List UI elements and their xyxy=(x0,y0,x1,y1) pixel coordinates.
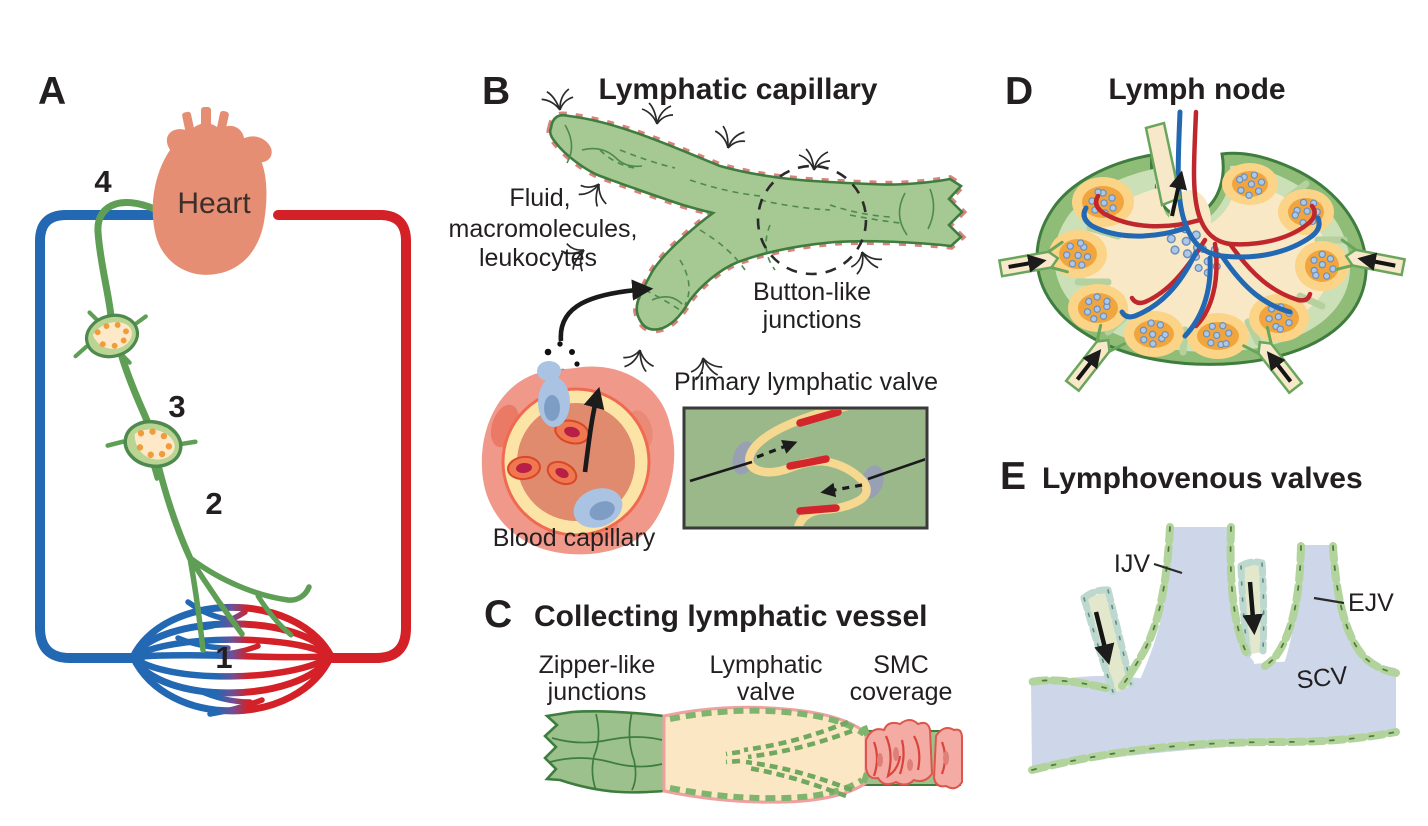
valve-flow-arrow-backward xyxy=(820,482,863,498)
endothelial-cell-borders xyxy=(564,124,935,313)
artery-circuit xyxy=(273,210,411,663)
vein-lumen-shapes xyxy=(1031,527,1396,770)
zipper-label-line2: junctions xyxy=(547,678,647,706)
valve-flow-arrow-forward xyxy=(756,440,798,459)
lymphatic-capillary-vessel xyxy=(546,111,968,334)
heart-illustration xyxy=(152,107,272,275)
lymphatic-duct-left xyxy=(1080,586,1135,696)
fluid-label-line3: leukocytes xyxy=(479,244,597,272)
scv-label: SCV xyxy=(1295,661,1349,694)
number-3: 3 xyxy=(168,389,185,424)
fluid-entry-label: Fluid, macromolecules, leukocytes xyxy=(449,184,638,272)
lymphatic-valve-label-line2: valve xyxy=(737,678,795,706)
panel-d-letter: D xyxy=(1005,70,1033,113)
heart-label: Heart xyxy=(177,187,251,220)
red-blood-cells xyxy=(507,419,590,486)
valve-wall-line-right xyxy=(867,457,925,481)
efferent-flow-arrow xyxy=(1169,170,1188,217)
smc-label-line2: coverage xyxy=(850,678,953,706)
blood-capillary-illustration xyxy=(481,361,675,555)
duct-left-flow-arrow xyxy=(1093,611,1115,666)
fluid-label-line1: Fluid, xyxy=(509,184,570,212)
fluid-entry-arrow xyxy=(558,279,654,342)
extravasation-arrow xyxy=(582,386,605,473)
panel-a-circulation-diagram: A Heart 4 3 2 xyxy=(35,70,411,717)
smc-label-line1: SMC xyxy=(873,651,929,679)
capillary-bed xyxy=(129,599,335,717)
smc-coverage-segment xyxy=(865,719,963,790)
follicles xyxy=(1049,163,1349,359)
valve-wall-line-left xyxy=(689,460,753,483)
duct-right-flow-arrow xyxy=(1242,581,1264,636)
panel-c-title: Collecting lymphatic vessel xyxy=(534,600,927,633)
panel-b-letter: B xyxy=(482,70,510,113)
number-1: 1 xyxy=(215,640,232,675)
panel-c-letter: C xyxy=(484,593,512,636)
ijv-pointer-line xyxy=(1153,562,1183,575)
panel-a-letter: A xyxy=(38,70,66,113)
ejv-label: EJV xyxy=(1348,589,1394,617)
node-vein-tree xyxy=(1081,109,1322,339)
valve-red-segments xyxy=(786,410,842,515)
zipper-junction-segment xyxy=(543,709,666,794)
panel-e-letter: E xyxy=(1000,455,1026,498)
blood-capillary-label: Blood capillary xyxy=(493,524,656,552)
primary-valve-title: Primary lymphatic valve xyxy=(674,368,938,396)
panel-d-lymph-node: D Lymph node xyxy=(998,70,1406,397)
panel-b-title: Lymphatic capillary xyxy=(599,73,878,106)
lymphatic-valve-leaflets xyxy=(725,719,853,799)
button-junction-highlight-circle xyxy=(756,164,868,276)
panel-c-collecting-vessel: C Collecting lymphatic vessel Zipper-lik… xyxy=(484,593,963,804)
zipper-label-line1: Zipper-like xyxy=(539,651,656,679)
ijv-label: IJV xyxy=(1114,550,1150,578)
fluid-label-line2: macromolecules, xyxy=(449,215,638,243)
button-like-label-line1: Button-like xyxy=(753,278,871,306)
primary-valve-inset xyxy=(682,406,929,530)
panel-d-title: Lymph node xyxy=(1108,73,1285,106)
ejv-pointer-line xyxy=(1313,596,1345,605)
number-2: 2 xyxy=(205,486,222,521)
efferent-lymphatic-vessel xyxy=(1144,121,1188,217)
lymphatic-valve-label-line1: Lymphatic xyxy=(709,651,822,679)
number-4: 4 xyxy=(94,164,112,199)
zipper-cell-borders xyxy=(549,711,663,791)
lymphatic-vessel-chain xyxy=(94,199,312,653)
leukocytes xyxy=(537,361,623,528)
panel-b-lymphatic-capillary: B Lymphatic capillary xyxy=(449,70,968,555)
panel-e-lymphovenous-valves: E Lymphovenous valves xyxy=(1000,455,1400,774)
vein-circuit xyxy=(35,210,170,663)
collecting-vessel-illustration xyxy=(543,705,963,804)
button-like-label-line2: junctions xyxy=(762,306,862,334)
lymphovenous-illustration: IJV EJV SCV xyxy=(1027,523,1400,774)
lymph-node-illustration xyxy=(998,109,1406,397)
panel-e-title: Lymphovenous valves xyxy=(1042,462,1363,495)
